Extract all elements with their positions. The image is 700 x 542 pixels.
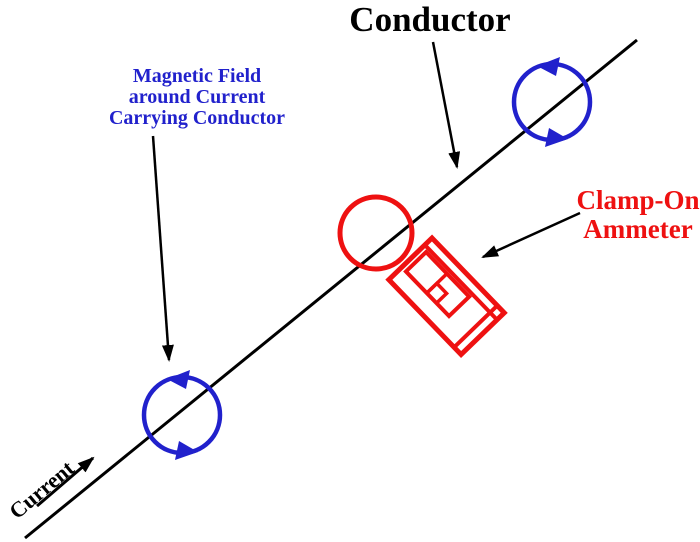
magnetic-field-loop-upper [511,57,593,147]
ammeter-display-button [424,280,450,306]
field-arrowhead-bottom-icon [545,128,568,147]
magnetic-field-loop-lower [141,370,223,460]
current-direction-arrow [36,456,95,508]
field-arrowhead-top-icon [167,370,190,389]
conductor-line [24,38,638,540]
ammeter-body-top-edge [423,243,499,322]
ammeter-body [385,234,508,359]
field-arrowhead-bottom-icon [175,441,198,460]
diagram-title: Conductor [349,0,510,39]
field-circle-lower [141,374,223,456]
clamp-ammeter-label: Clamp-On Ammeter [576,185,699,244]
magnetic-field-label-line1: Magnetic Field [133,65,261,87]
magnetic-field-leader-arrow [151,135,174,362]
clamp-ammeter-leader-arrow [481,211,581,259]
field-arrowhead-top-icon [537,57,560,76]
current-label: Current [4,455,79,524]
field-circle-upper [511,61,593,143]
ammeter-body-outline [385,234,508,359]
magnetic-field-label: Magnetic Field around Current Carrying C… [109,65,285,129]
conductor-leader-arrow [431,41,461,169]
clamp-ammeter-label-line1: Clamp-On [576,185,699,215]
clamp-jaw-circle [337,194,415,272]
magnetic-field-label-line3: Carrying Conductor [109,107,285,129]
ammeter-body-side-edge [452,304,499,349]
clamp-ammeter-label-line2: Ammeter [583,214,692,244]
magnetic-field-label-line2: around Current [129,86,266,108]
